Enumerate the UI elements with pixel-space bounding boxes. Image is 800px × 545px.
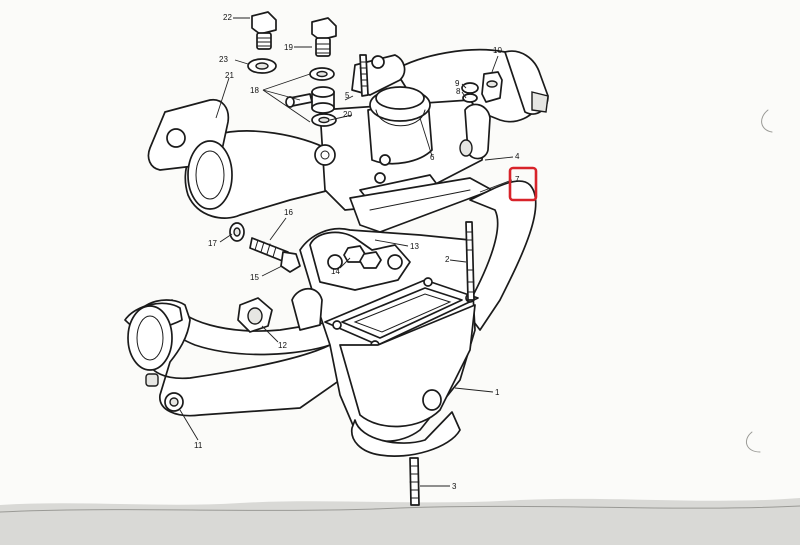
callout-14: 14 xyxy=(331,267,340,276)
page-mark-right-top xyxy=(761,109,773,133)
callout-15: 15 xyxy=(250,273,259,282)
callout-12: 12 xyxy=(278,341,287,350)
callout-18: 18 xyxy=(250,86,259,95)
callout-4: 4 xyxy=(515,152,520,161)
callout-17: 17 xyxy=(208,239,217,248)
bolt-19 xyxy=(311,17,337,41)
page-bottom-edge xyxy=(0,498,800,545)
callout-22: 22 xyxy=(223,13,232,22)
callout-11: 11 xyxy=(194,441,203,450)
callout-20: 20 xyxy=(343,110,352,119)
nut-9 xyxy=(461,82,479,94)
callout-10: 10 xyxy=(493,46,502,55)
callout-16: 16 xyxy=(284,208,293,217)
callout-23: 23 xyxy=(219,55,228,64)
callout-6: 6 xyxy=(430,153,435,162)
callout-3: 3 xyxy=(452,482,457,491)
callout-13: 13 xyxy=(410,242,419,251)
callout-1: 1 xyxy=(495,388,500,397)
callout-19: 19 xyxy=(284,43,293,52)
callout-2: 2 xyxy=(445,255,450,264)
washer-8 xyxy=(462,93,478,103)
page-mark-right-bottom xyxy=(745,431,761,453)
callout-8: 8 xyxy=(456,87,461,96)
callout-21: 21 xyxy=(225,71,234,80)
leader-lines xyxy=(179,17,514,487)
stud-2 xyxy=(465,221,475,301)
callout-labels: 22 23 21 19 18 5 20 10 9 8 6 4 7 13 14 1… xyxy=(194,13,520,491)
highlight-box-callout-7[interactable] xyxy=(508,166,538,202)
plug-bolt-22 xyxy=(251,11,277,35)
callout-5: 5 xyxy=(345,91,350,100)
lower-manifold xyxy=(124,180,537,457)
stud-5 xyxy=(359,54,369,97)
page-edge-crease xyxy=(0,505,800,513)
callout-9: 9 xyxy=(455,79,460,88)
callout-7: 7 xyxy=(515,175,520,184)
small-parts xyxy=(164,11,503,506)
